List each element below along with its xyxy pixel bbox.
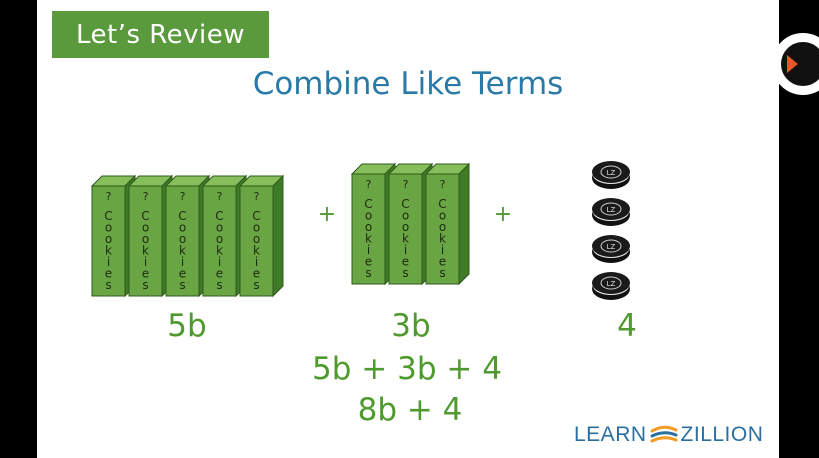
svg-text:i: i — [367, 243, 370, 257]
svg-text:C: C — [104, 209, 112, 223]
svg-text:e: e — [402, 255, 409, 269]
svg-text:o: o — [216, 221, 223, 235]
svg-text:C: C — [364, 197, 372, 211]
label-3b: 3b — [391, 308, 431, 344]
svg-text:e: e — [439, 255, 446, 269]
svg-text:?: ? — [366, 178, 372, 191]
svg-text:?: ? — [217, 190, 223, 203]
cookie-logo-text: LZ — [607, 243, 616, 251]
play-button[interactable] — [772, 33, 819, 95]
svg-text:s: s — [439, 266, 445, 280]
cookie-emblem — [600, 202, 622, 216]
learnzillion-logo-mark-icon — [649, 423, 679, 447]
svg-text:e: e — [105, 267, 112, 281]
svg-text:o: o — [253, 232, 260, 246]
svg-text:k: k — [253, 244, 260, 258]
learnzillion-logo: LEARN ZILLION — [574, 420, 763, 450]
svg-text:o: o — [179, 221, 186, 235]
svg-text:k: k — [439, 232, 446, 246]
svg-text:s: s — [216, 278, 222, 292]
banner-text: Let’s Review — [75, 19, 246, 50]
svg-text:k: k — [179, 244, 186, 258]
svg-text:s: s — [179, 278, 185, 292]
plus-sign: + — [318, 202, 336, 227]
cookie-top — [592, 272, 630, 294]
svg-text:s: s — [142, 278, 148, 292]
svg-text:C: C — [141, 209, 149, 223]
cookie-emblem — [600, 239, 622, 253]
svg-text:C: C — [252, 209, 260, 223]
cookie-logo-text: LZ — [607, 169, 616, 177]
label-5b: 5b — [167, 308, 207, 344]
svg-text:e: e — [179, 267, 186, 281]
cookie-top — [592, 198, 630, 220]
svg-text:C: C — [401, 197, 409, 211]
plus-sign: + — [494, 202, 512, 227]
svg-text:i: i — [181, 255, 184, 269]
svg-text:k: k — [365, 232, 372, 246]
svg-text:C: C — [438, 197, 446, 211]
cookie-emblem — [600, 276, 622, 290]
svg-text:k: k — [402, 232, 409, 246]
svg-text:o: o — [365, 220, 372, 234]
label-4: 4 — [617, 308, 637, 344]
svg-text:k: k — [216, 244, 223, 258]
cookie-top — [592, 235, 630, 257]
svg-text:o: o — [253, 221, 260, 235]
svg-text:?: ? — [143, 190, 149, 203]
svg-text:o: o — [142, 221, 149, 235]
svg-text:?: ? — [440, 178, 446, 191]
svg-text:?: ? — [106, 190, 112, 203]
svg-text:o: o — [105, 221, 112, 235]
svg-text:s: s — [105, 278, 111, 292]
svg-text:?: ? — [180, 190, 186, 203]
svg-text:i: i — [218, 255, 221, 269]
svg-text:C: C — [215, 209, 223, 223]
svg-text:o: o — [105, 232, 112, 246]
logo-learn: LEARN — [574, 423, 647, 446]
svg-text:s: s — [253, 278, 259, 292]
svg-text:e: e — [142, 267, 149, 281]
equation-sum: 5b + 3b + 4 — [312, 351, 502, 387]
svg-text:i: i — [404, 243, 407, 257]
svg-text:o: o — [439, 220, 446, 234]
svg-text:?: ? — [403, 178, 409, 191]
slide-title: Combine Like Terms — [252, 66, 564, 102]
svg-text:o: o — [402, 220, 409, 234]
cookie-top — [592, 161, 630, 183]
svg-text:e: e — [216, 267, 223, 281]
svg-text:i: i — [441, 243, 444, 257]
svg-text:i: i — [144, 255, 147, 269]
svg-text:o: o — [216, 232, 223, 246]
svg-text:i: i — [255, 255, 258, 269]
svg-text:k: k — [105, 244, 112, 258]
svg-text:o: o — [142, 232, 149, 246]
svg-text:s: s — [402, 266, 408, 280]
svg-text:o: o — [365, 209, 372, 223]
cookie-logo-text: LZ — [607, 280, 616, 288]
svg-text:k: k — [142, 244, 149, 258]
illustration-stage: ?Cookies?Cookies?Cookies?Cookies?Cookies… — [90, 161, 630, 300]
svg-text:e: e — [253, 267, 260, 281]
svg-text:s: s — [365, 266, 371, 280]
cookie-logo-text: LZ — [607, 206, 616, 214]
svg-text:?: ? — [254, 190, 260, 203]
play-icon — [781, 42, 819, 86]
equation-result: 8b + 4 — [357, 392, 463, 428]
svg-text:e: e — [365, 255, 372, 269]
svg-text:o: o — [179, 232, 186, 246]
lets-review-banner: Let’s Review — [52, 11, 269, 58]
cookie-emblem — [600, 165, 622, 179]
svg-text:i: i — [107, 255, 110, 269]
svg-text:o: o — [439, 209, 446, 223]
svg-text:o: o — [402, 209, 409, 223]
logo-zillion: ZILLION — [680, 423, 764, 446]
play-triangle — [787, 55, 798, 73]
svg-text:C: C — [178, 209, 186, 223]
